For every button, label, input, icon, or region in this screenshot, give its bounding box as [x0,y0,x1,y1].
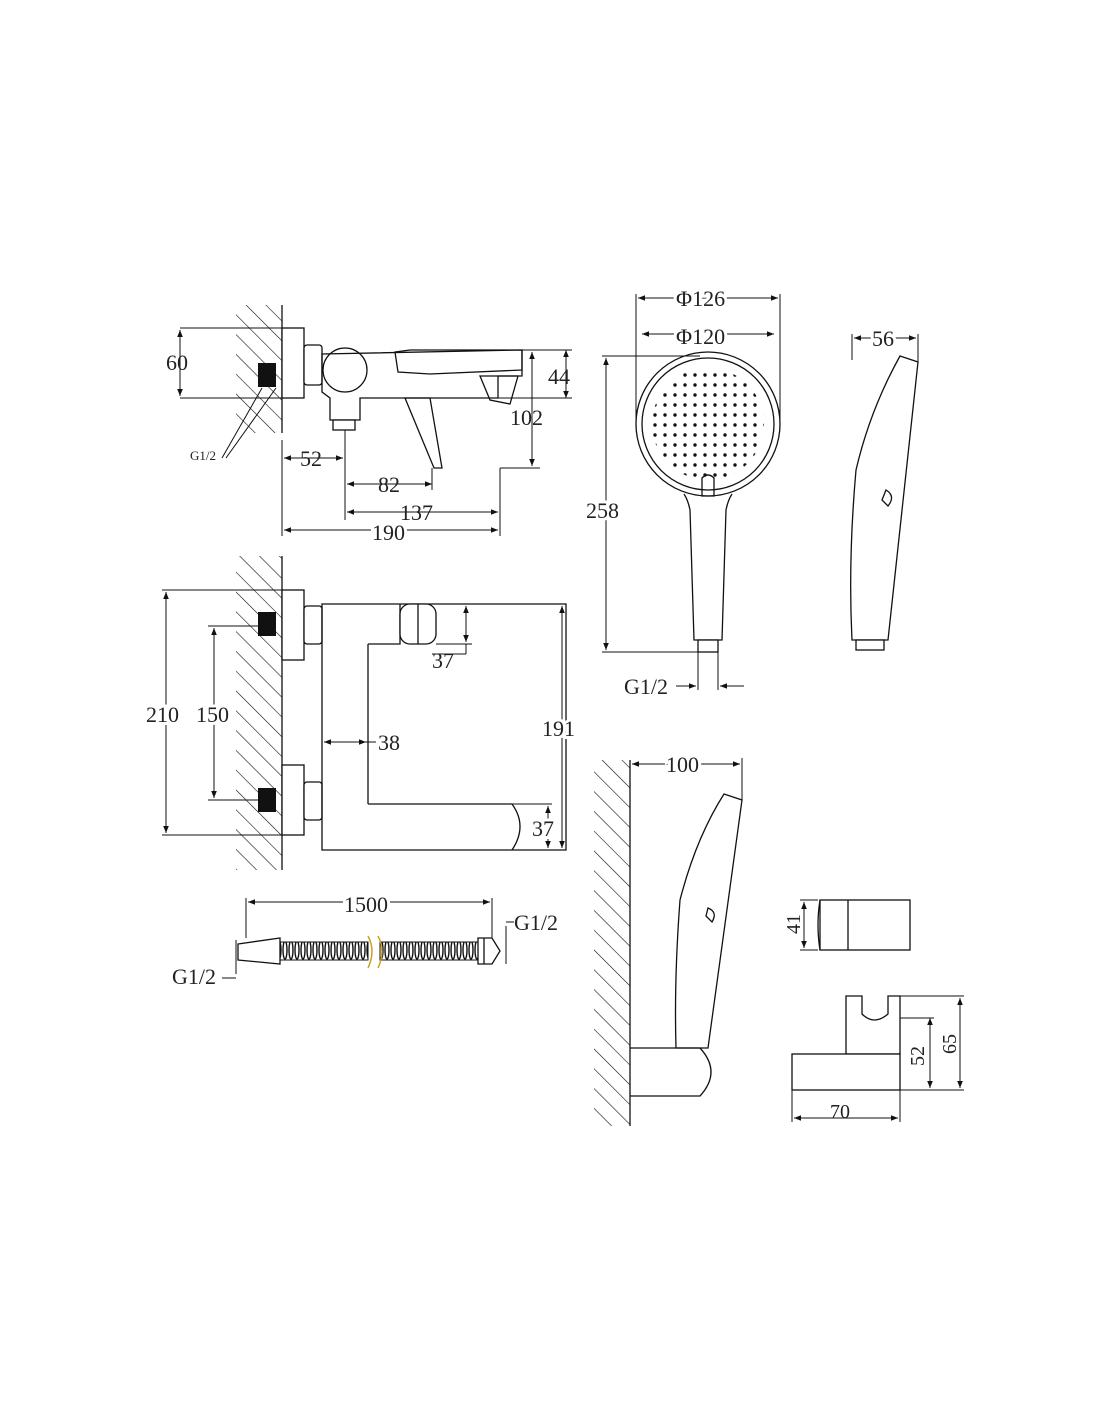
dim-120: Φ120 [676,324,725,349]
dim-258: 258 [586,498,619,523]
dim-70: 70 [830,1101,850,1123]
thread-g12: G1/2 [624,674,668,699]
dim-102: 102 [510,405,543,430]
hand-shower-side: 56 [850,323,919,651]
thread-g12: G1/2 [190,448,216,463]
dim-41: 41 [783,914,805,934]
wall-hatch [594,760,630,1126]
dim-191: 191 [542,716,575,741]
thread-left: G1/2 [172,964,216,989]
dim-60: 60 [166,350,188,375]
faucet-top-view: 210 150 38 37 191 37 [143,556,578,870]
thread-right: G1/2 [514,910,558,935]
dim-137: 137 [400,500,433,525]
shower-hose: 1500 G1/2 G1/2 [172,889,558,989]
dim-126: Φ126 [676,286,725,311]
dim-52: 52 [300,446,322,471]
hand-shower-front: Φ126 Φ120 258 G1/2 [583,283,781,699]
dim-56: 56 [872,326,894,351]
shower-holder: 41 52 65 70 [783,899,964,1123]
dim-190: 190 [372,520,405,545]
faucet-side-view: 60 44 102 G1/2 52 82 137 190 [166,305,572,548]
dim-150: 150 [196,702,229,727]
dim-37b: 37 [532,816,554,841]
dim-44: 44 [548,364,570,389]
dim-210: 210 [146,702,179,727]
hand-shower-mounted: 100 [594,749,743,1126]
dim-65: 65 [939,1034,961,1054]
wall-hatch [236,556,282,870]
dim-1500: 1500 [344,892,388,917]
dim-100: 100 [666,752,699,777]
dim-82: 82 [378,472,400,497]
dim-52: 52 [907,1046,929,1066]
dim-38: 38 [378,730,400,755]
dim-37a: 37 [432,648,454,673]
